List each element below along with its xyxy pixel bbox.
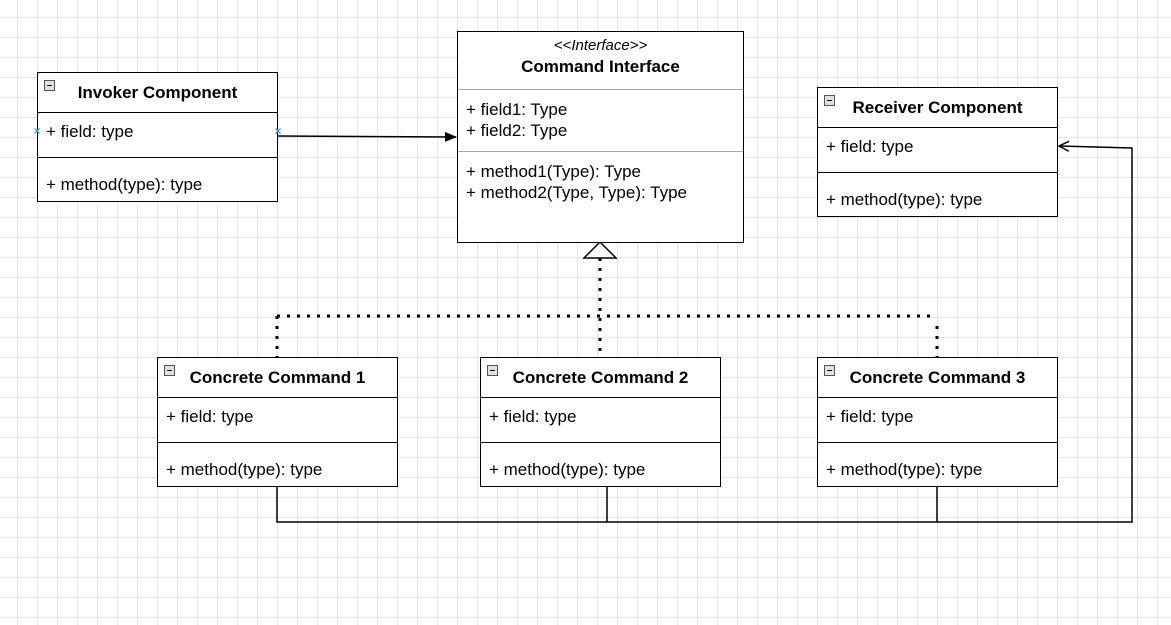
connection-port-right-icon[interactable]: × (274, 124, 282, 138)
fields-section[interactable]: + field1: Type + field2: Type (458, 90, 743, 152)
invoker-component-class[interactable]: Invoker Component + field: type + method… (37, 72, 278, 202)
field-row: + field: type (46, 122, 134, 141)
concrete-to-receiver-bus[interactable] (276, 146, 1133, 523)
command-interface-class[interactable]: <<Interface>> Command Interface + field1… (457, 31, 744, 243)
class-title: Receiver Component (852, 97, 1023, 117)
field-row: + field: type (166, 407, 254, 426)
method-row: + method2(Type, Type): Type (466, 183, 687, 202)
fields-section[interactable]: + field: type (38, 113, 277, 158)
methods-section[interactable]: + method(type): type (158, 443, 397, 480)
collapse-icon[interactable] (824, 95, 835, 106)
collapse-icon[interactable] (487, 365, 498, 376)
concrete-command-1-class[interactable]: Concrete Command 1 + field: type + metho… (157, 357, 398, 487)
method-row: + method(type): type (166, 460, 323, 479)
concrete-command-2-class[interactable]: Concrete Command 2 + field: type + metho… (480, 357, 721, 487)
class-header[interactable]: Invoker Component (38, 73, 277, 113)
concrete-command-3-class[interactable]: Concrete Command 3 + field: type + metho… (817, 357, 1058, 487)
collapse-icon[interactable] (164, 365, 175, 376)
fields-section[interactable]: + field: type (818, 128, 1057, 173)
interface-stereotype: <<Interface>> (553, 37, 648, 54)
class-title: Command Interface (521, 57, 680, 76)
method-row: + method(type): type (826, 190, 983, 209)
field-row: + field: type (826, 137, 914, 156)
method-row: + method(type): type (489, 460, 646, 479)
class-header[interactable]: Receiver Component (818, 88, 1057, 128)
methods-section[interactable]: + method(type): type (818, 443, 1057, 480)
fields-section[interactable]: + field: type (818, 398, 1057, 443)
connection-port-left-icon[interactable]: × (33, 124, 41, 138)
class-header[interactable]: Concrete Command 3 (818, 358, 1057, 398)
class-header[interactable]: Concrete Command 1 (158, 358, 397, 398)
methods-section[interactable]: + method(type): type (38, 158, 277, 195)
fields-section[interactable]: + field: type (158, 398, 397, 443)
class-title: Concrete Command 1 (189, 367, 366, 387)
class-title: Concrete Command 2 (512, 367, 689, 387)
fields-section[interactable]: + field: type (481, 398, 720, 443)
realization-triangle (582, 240, 618, 259)
field-row: + field: type (489, 407, 577, 426)
field-row: + field2: Type (466, 121, 568, 140)
class-header[interactable]: Concrete Command 2 (481, 358, 720, 398)
interface-header[interactable]: <<Interface>> Command Interface (458, 32, 743, 90)
method-row: + method1(Type): Type (466, 162, 641, 181)
field-row: + field1: Type (466, 100, 568, 119)
class-title: Concrete Command 3 (849, 367, 1026, 387)
field-row: + field: type (826, 407, 914, 426)
collapse-icon[interactable] (824, 365, 835, 376)
invoker-to-interface-association[interactable] (276, 131, 457, 142)
collapse-icon[interactable] (44, 80, 55, 91)
receiver-component-class[interactable]: Receiver Component + field: type + metho… (817, 87, 1058, 217)
methods-section[interactable]: + method(type): type (481, 443, 720, 480)
method-row: + method(type): type (46, 175, 203, 194)
methods-section[interactable]: + method(type): type (818, 173, 1057, 210)
methods-section[interactable]: + method1(Type): Type + method2(Type, Ty… (458, 152, 743, 203)
method-row: + method(type): type (826, 460, 983, 479)
class-title: Invoker Component (77, 82, 238, 102)
